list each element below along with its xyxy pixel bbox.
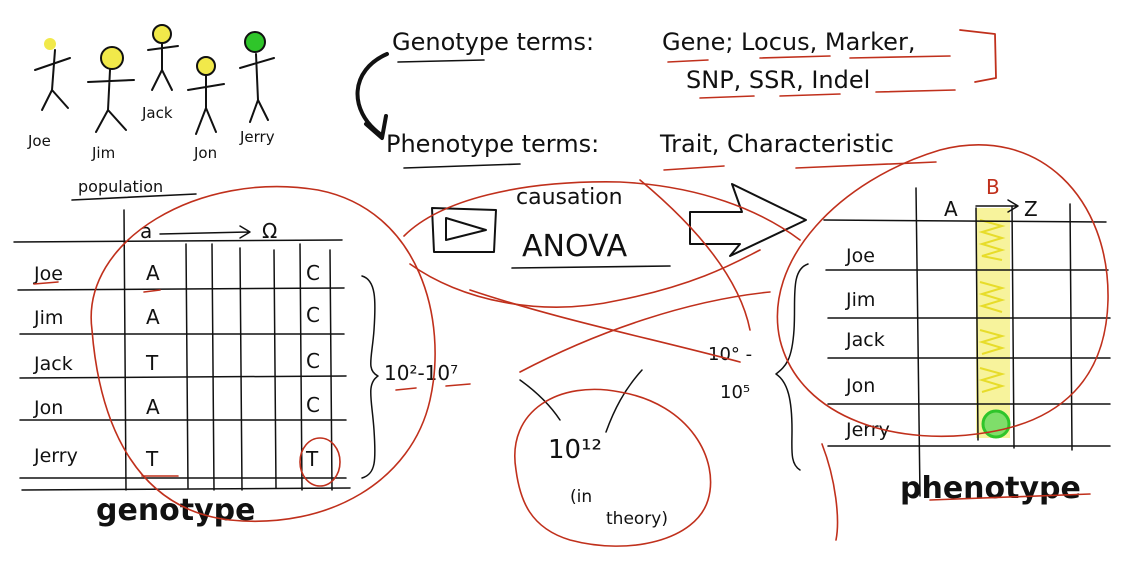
phenotype-caption: phenotype [900,471,1081,506]
person-label-jim: Jim [91,144,115,162]
phenotype-row-name: Jack [845,329,885,351]
stick-figure-jerry: Jerry [239,31,275,146]
person-label-jack: Jack [141,104,173,122]
genotype-terms-list-1: Gene; Locus, Marker, [662,28,915,56]
stick-figure-jon: Jon [187,56,225,162]
phenotype-terms-label: Phenotype terms: [386,130,599,158]
stick-figure-joe: Joe [27,38,71,150]
person-label-jon: Jon [193,144,217,162]
people-group: Joe Jim Jack Jon Jerry population [27,24,275,201]
genotype-header-end: Ω [262,219,277,243]
combinations-block: 10¹² (in theory) [519,369,668,529]
trait-range-top: 10° - [708,344,752,365]
stick-figure-jack: Jack [141,24,179,122]
marker-range: 10²-10⁷ [384,361,458,385]
causation-block: causation ANOVA [431,183,807,269]
genotype-row-name: Jim [33,307,63,329]
phenotype-header-end: Z [1024,197,1038,221]
genotype-cell-first: T [145,351,159,375]
anova-label: ANOVA [522,229,628,264]
person-label-jerry: Jerry [239,128,275,146]
phenotype-row-name: Jerry [845,419,890,441]
phenotype-table: A B Z Joe Jim Jack Jon Jerry 10° - 10⁵ p… [708,175,1111,506]
phenotype-header-mid: B [986,175,1000,199]
genotype-cell-last: C [306,303,320,327]
genotype-cell-last: C [306,393,320,417]
population-label: population [78,177,163,196]
genotype-row-name: Jack [33,353,73,375]
genotype-cell-first: A [146,305,160,329]
phenotype-terms-list: Trait, Characteristic [659,130,894,158]
table-row: Jim A C [33,303,320,329]
genotype-cell-last: C [306,261,320,285]
genotype-cell-first: A [146,261,160,285]
causation-label: causation [516,185,623,210]
phenotype-header-start: A [944,197,958,221]
table-row: Joe A C [33,261,320,285]
table-row: Jerry T T [33,445,319,471]
combinations-value: 10¹² [548,435,602,465]
combinations-note-1: (in [570,487,592,507]
table-row: Jack T C [33,349,320,375]
table-row: Jon A C [33,393,320,419]
genotype-header-start: a [140,219,152,243]
genotype-terms-list-2: SNP, SSR, Indel [686,66,870,94]
genotype-table: a Ω Joe A C Jim A C Jack T C Jon A C Jer… [13,209,471,528]
phenotype-row-name: Jim [845,289,875,311]
genotype-cell-last: C [306,349,320,373]
phenotype-row-name: Joe [845,245,875,267]
phenotype-row-name: Jon [845,375,875,397]
genotype-row-name: Joe [33,263,63,285]
genotype-cell-first: T [145,447,159,471]
stick-figure-jim: Jim [87,46,135,162]
genotype-caption: genotype [96,493,256,528]
person-label-joe: Joe [27,132,51,150]
combinations-note-2: theory) [606,509,668,529]
terms-block: Genotype terms: Gene; Locus, Marker, SNP… [355,28,997,171]
genotype-terms-label: Genotype terms: [392,28,594,56]
genotype-cell-first: A [146,395,160,419]
genotype-row-name: Jon [33,397,63,419]
genotype-cell-last: T [305,447,319,471]
genotype-row-name: Jerry [33,445,78,467]
red-annotations [90,144,1109,547]
trait-range-bottom: 10⁵ [720,382,750,403]
